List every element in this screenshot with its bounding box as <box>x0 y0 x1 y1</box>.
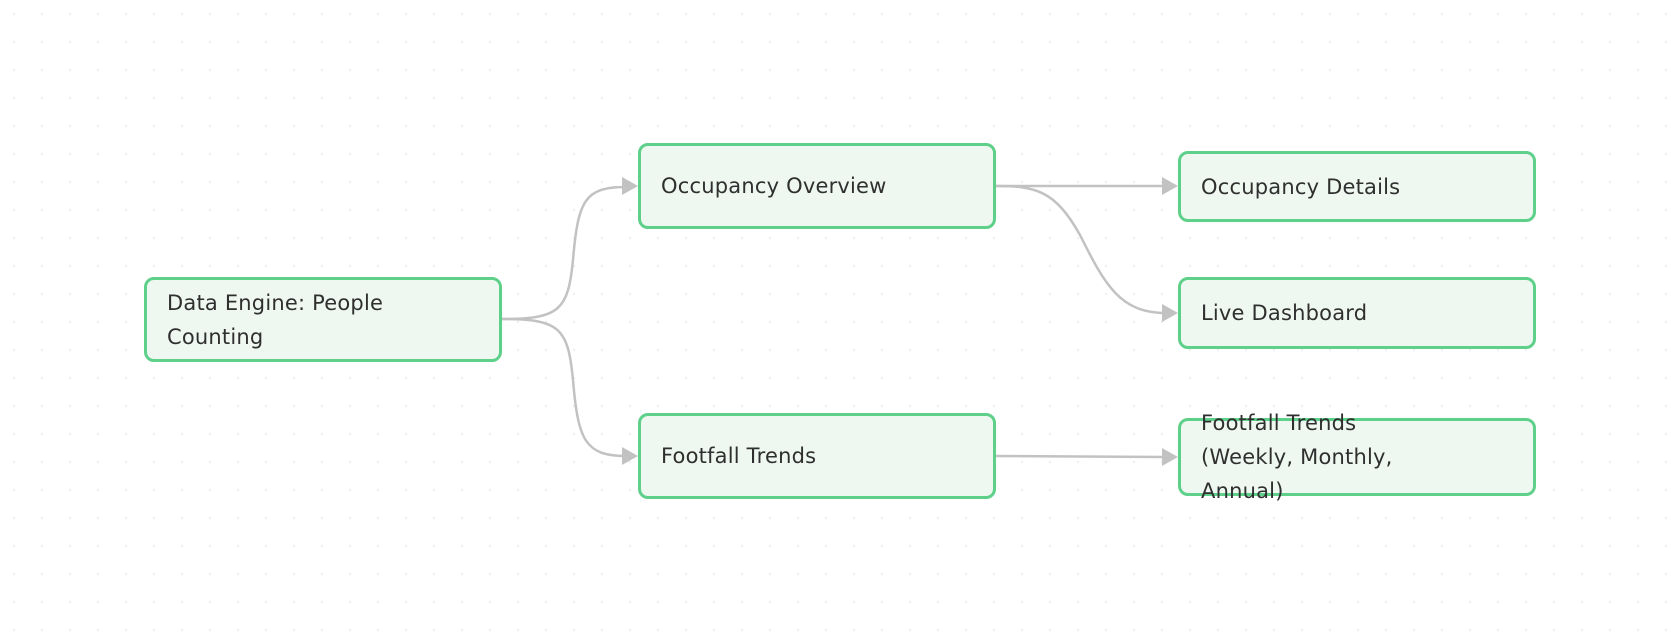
node-label: Footfall Trends <box>661 444 817 468</box>
node-data-engine-people-counting[interactable]: Data Engine: People Counting <box>144 277 502 362</box>
edge-root-to-occupancy-overview <box>501 185 627 321</box>
edge-footfall-trends-to-footfall-trends-periodic <box>995 454 1167 459</box>
node-label: Data Engine: People Counting <box>167 290 384 349</box>
node-footfall-trends-periodic[interactable]: Footfall Trends (Weekly, Monthly, Annual… <box>1178 411 1536 503</box>
node-label: Footfall Trends (Weekly, Monthly, Annual… <box>1201 411 1393 503</box>
node-label: Occupancy Overview <box>661 174 887 198</box>
node-live-dashboard[interactable]: Live Dashboard <box>1178 277 1536 349</box>
node-label: Occupancy Details <box>1201 174 1401 199</box>
edge-occupancy-overview-to-live-dashboard <box>995 184 1167 315</box>
arrowhead-icon <box>622 177 638 195</box>
arrowhead-icon <box>622 447 638 465</box>
node-footfall-trends[interactable]: Footfall Trends <box>638 413 996 499</box>
node-occupancy-details[interactable]: Occupancy Details <box>1178 151 1536 222</box>
edge-root-to-footfall-trends <box>501 317 627 458</box>
arrowhead-icon <box>1162 177 1178 195</box>
arrowhead-icon <box>1162 448 1178 466</box>
node-occupancy-overview[interactable]: Occupancy Overview <box>638 143 996 229</box>
arrowhead-icon <box>1162 304 1178 322</box>
node-label: Live Dashboard <box>1201 301 1368 325</box>
